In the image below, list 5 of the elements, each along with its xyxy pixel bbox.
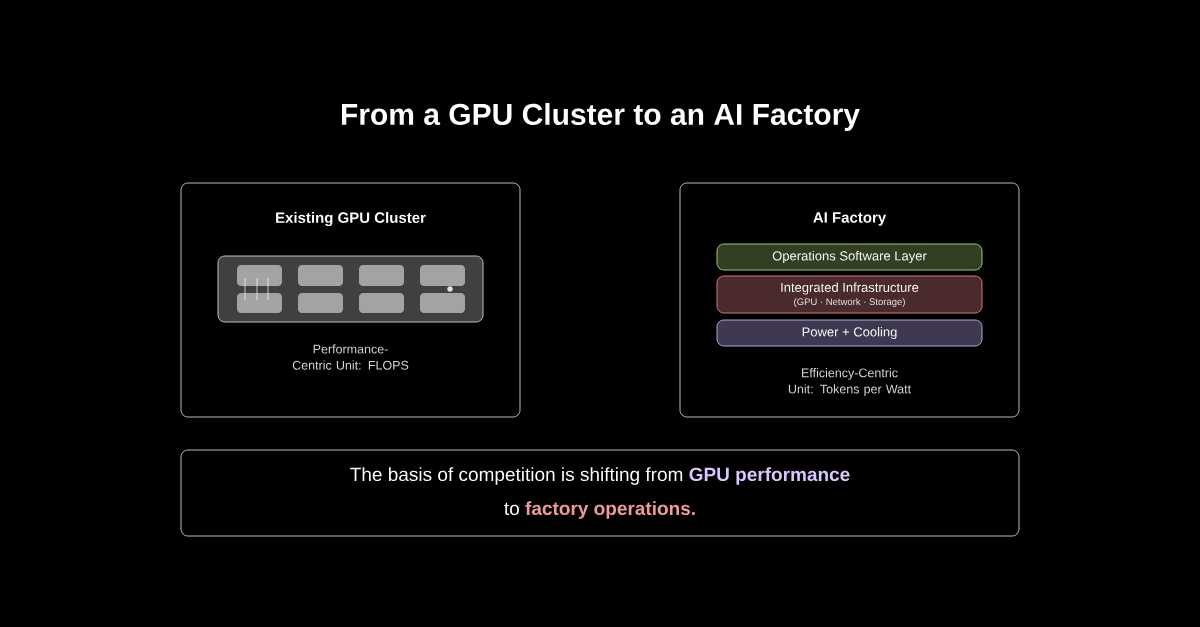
- layer-bar: Operations Software Layer: [716, 243, 983, 271]
- layer-bar: Power + Cooling: [716, 319, 983, 347]
- title: From a GPU Cluster to an AI Factory: [341, 103, 860, 131]
- summary-box: The basis of competition is shifting from GPU performance to factory operations.: [180, 449, 1020, 537]
- layer-bar: Integrated Infrastructure (GPU · Network · Storage): [716, 275, 983, 314]
